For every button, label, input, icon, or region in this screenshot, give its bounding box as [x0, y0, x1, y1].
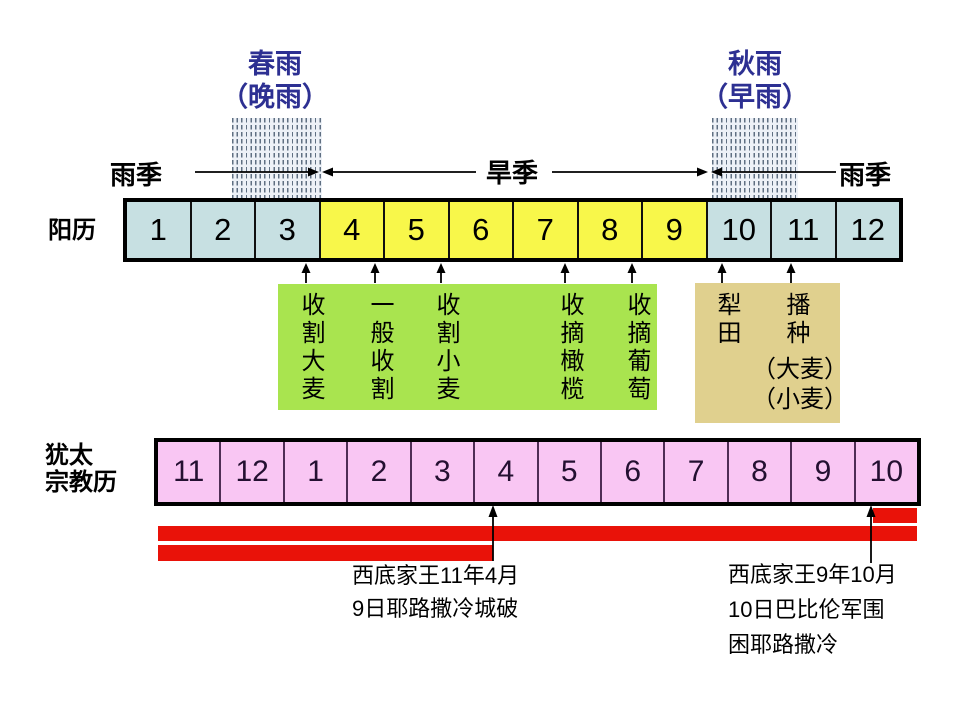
solar-calendar-label: 阳历 — [48, 217, 96, 244]
solar-month-cell: 11 — [770, 202, 835, 258]
harvest-activities-box: 收割大麦 一般收割 收割小麦 收摘橄榄 收摘葡萄 — [278, 284, 657, 410]
siege-began-line2: 10日巴比伦军围 — [728, 597, 885, 622]
harvest-grapes-arrow — [627, 263, 637, 283]
jewish-calendar-bar: 11 12 1 2 3 4 5 6 7 8 9 10 — [154, 438, 921, 506]
sow-note-wheat: （小麦） — [752, 386, 848, 413]
harvest-general-arrow — [370, 263, 380, 283]
solar-month-cell: 12 — [834, 202, 899, 258]
solar-month-cell: 1 — [127, 202, 190, 258]
city-breached-line2: 9日耶路撒冷城破 — [352, 596, 519, 621]
jewish-month-cell: 3 — [409, 442, 474, 502]
solar-month-cell: 9 — [641, 202, 706, 258]
harvest-barley-arrow — [301, 263, 311, 283]
harvest-column-grapes: 收摘葡萄 — [623, 292, 650, 404]
siege-began-caption: 西底家王9年10月 10日巴比伦军围 困耶路撒冷 — [728, 557, 897, 662]
solar-month-cell: 6 — [447, 202, 512, 258]
dry-season-arrow-right-head — [552, 167, 708, 177]
spring-rain-band — [232, 118, 322, 198]
solar-month-cell: 5 — [383, 202, 448, 258]
siege-bar-end-segment — [158, 545, 493, 561]
solar-month-cell: 8 — [576, 202, 641, 258]
sow-column: 播种 — [782, 292, 809, 348]
plow-sow-box: 犁田 播种 （大麦） （小麦） — [695, 283, 848, 423]
siege-bar-full-year-segment — [158, 526, 917, 541]
jewish-month-cell: 4 — [473, 442, 537, 502]
jewish-month-cell: 11 — [158, 442, 220, 502]
dry-season-arrow-left-head — [322, 167, 476, 177]
dry-season-label: 旱季 — [486, 158, 539, 188]
sow-arrow — [786, 263, 796, 283]
solar-month-cell: 7 — [512, 202, 577, 258]
autumn-rain-title-line2: （早雨） — [701, 82, 809, 112]
rainy-season-left-label: 雨季 — [110, 160, 163, 190]
solar-month-cell: 4 — [318, 202, 383, 258]
jewish-month-cell: 12 — [219, 442, 283, 502]
autumn-rain-title: 秋雨 （早雨） — [675, 48, 835, 114]
city-breached-caption: 西底家王11年4月 9日耶路撒冷城破 — [352, 559, 519, 625]
jewish-month-cell: 7 — [663, 442, 727, 502]
harvest-wheat-arrow — [436, 263, 446, 283]
spring-rain-title-line2: （晚雨） — [221, 82, 329, 112]
harvest-column-wheat: 收割小麦 — [432, 292, 459, 404]
solar-month-cell: 2 — [189, 202, 254, 258]
autumn-rain-title-line1: 秋雨 — [728, 49, 782, 79]
harvest-column-barley: 收割大麦 — [297, 292, 324, 404]
harvest-column-olives: 收摘橄榄 — [556, 292, 583, 404]
sow-note-barley: （大麦） — [752, 356, 848, 383]
jewish-month-cell: 9 — [790, 442, 854, 502]
jewish-month-cell: 5 — [536, 442, 600, 502]
spring-rain-title: 春雨 （晚雨） — [195, 48, 355, 114]
plow-arrow — [717, 263, 727, 283]
jewish-calendar-label: 犹太 宗教历 — [45, 442, 117, 496]
harvest-olives-arrow — [560, 263, 570, 283]
rainy-season-right-label: 雨季 — [839, 160, 892, 190]
plow-column: 犁田 — [713, 292, 740, 348]
jewish-month-cell: 6 — [599, 442, 664, 502]
spring-rain-title-line1: 春雨 — [248, 49, 302, 79]
jewish-month-cell: 1 — [282, 442, 347, 502]
jewish-month-cell: 10 — [853, 442, 918, 502]
solar-month-cell: 3 — [254, 202, 319, 258]
jewish-month-cell: 2 — [346, 442, 410, 502]
harvest-column-general: 一般收割 — [366, 292, 393, 404]
siege-bar-start-segment — [873, 508, 917, 523]
jewish-calendar-label-line1: 犹太 — [45, 442, 93, 469]
jewish-calendar-label-line2: 宗教历 — [45, 469, 117, 496]
siege-began-line1: 西底家王9年10月 — [728, 562, 897, 587]
solar-calendar-bar: 1 2 3 4 5 6 7 8 9 10 11 12 — [123, 198, 903, 262]
autumn-rain-band — [712, 118, 798, 198]
city-breached-line1: 西底家王11年4月 — [352, 563, 520, 588]
siege-began-line3: 困耶路撒冷 — [728, 632, 839, 657]
solar-month-cell: 10 — [705, 202, 770, 258]
jewish-month-cell: 8 — [726, 442, 791, 502]
